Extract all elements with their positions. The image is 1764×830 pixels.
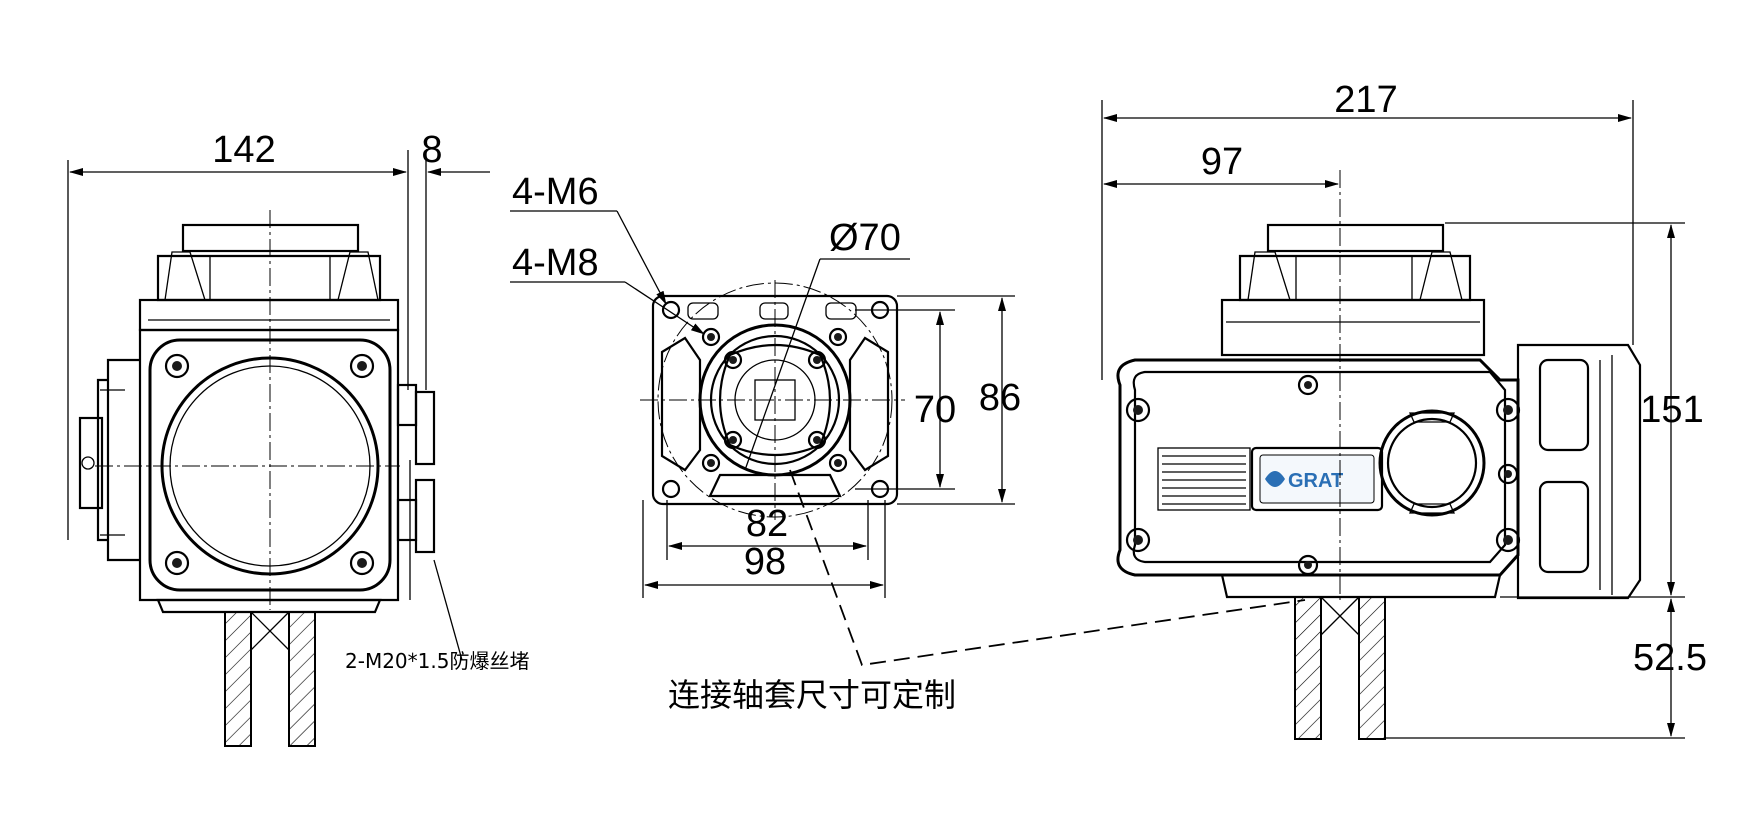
local-control-knob — [1378, 409, 1486, 517]
right-shaft-sleeve — [1294, 596, 1386, 740]
shaft-customizable-note: 连接轴套尺寸可定制 — [668, 676, 956, 714]
left-corner-screws — [164, 353, 375, 576]
right-front-view: GRAT — [1101, 79, 1707, 740]
dim-151-label: 151 — [1640, 389, 1703, 431]
dimension-97: 97 — [1103, 141, 1339, 188]
dim-97-label: 97 — [1201, 141, 1243, 183]
left-shaft-sleeve — [224, 611, 316, 747]
grat-logo-plate: GRAT — [1250, 446, 1384, 512]
label-diameter-70: Ø70 — [829, 217, 901, 259]
shaft-note-leader: 连接轴套尺寸可定制 — [668, 469, 1306, 714]
dim-86-label: 86 — [979, 377, 1021, 419]
dim-8-label: 8 — [421, 129, 442, 171]
dim-142-label: 142 — [212, 129, 275, 171]
dimension-142: 142 — [67, 129, 409, 540]
dimension-8: 8 — [421, 129, 490, 390]
dim-82-label: 82 — [746, 503, 788, 545]
label-4-m8: 4-M8 — [512, 242, 599, 284]
dim-52-5-label: 52.5 — [1633, 637, 1707, 679]
dimension-217: 217 — [1101, 79, 1634, 380]
grat-logo: GRAT — [1288, 470, 1343, 492]
flange-bottom-view: 4-M6 4-M8 Ø70 70 86 82 98 — [510, 171, 1021, 598]
label-4-m6: 4-M6 — [512, 171, 599, 213]
dim-217-label: 217 — [1334, 79, 1397, 121]
dimension-52-5: 52.5 — [1385, 598, 1707, 739]
dim-98-label: 98 — [744, 541, 786, 583]
plug-note: 2-M20*1.5防爆丝堵 — [345, 649, 529, 673]
m6-holes — [701, 327, 848, 473]
cooling-vents — [1157, 447, 1251, 511]
dim-70-label: 70 — [914, 389, 956, 431]
dimension-151: 151 — [1445, 222, 1704, 598]
explosion-proof-plugs — [396, 383, 436, 600]
left-side-view: 142 8 2-M20*1.5防爆丝堵 — [67, 129, 529, 747]
